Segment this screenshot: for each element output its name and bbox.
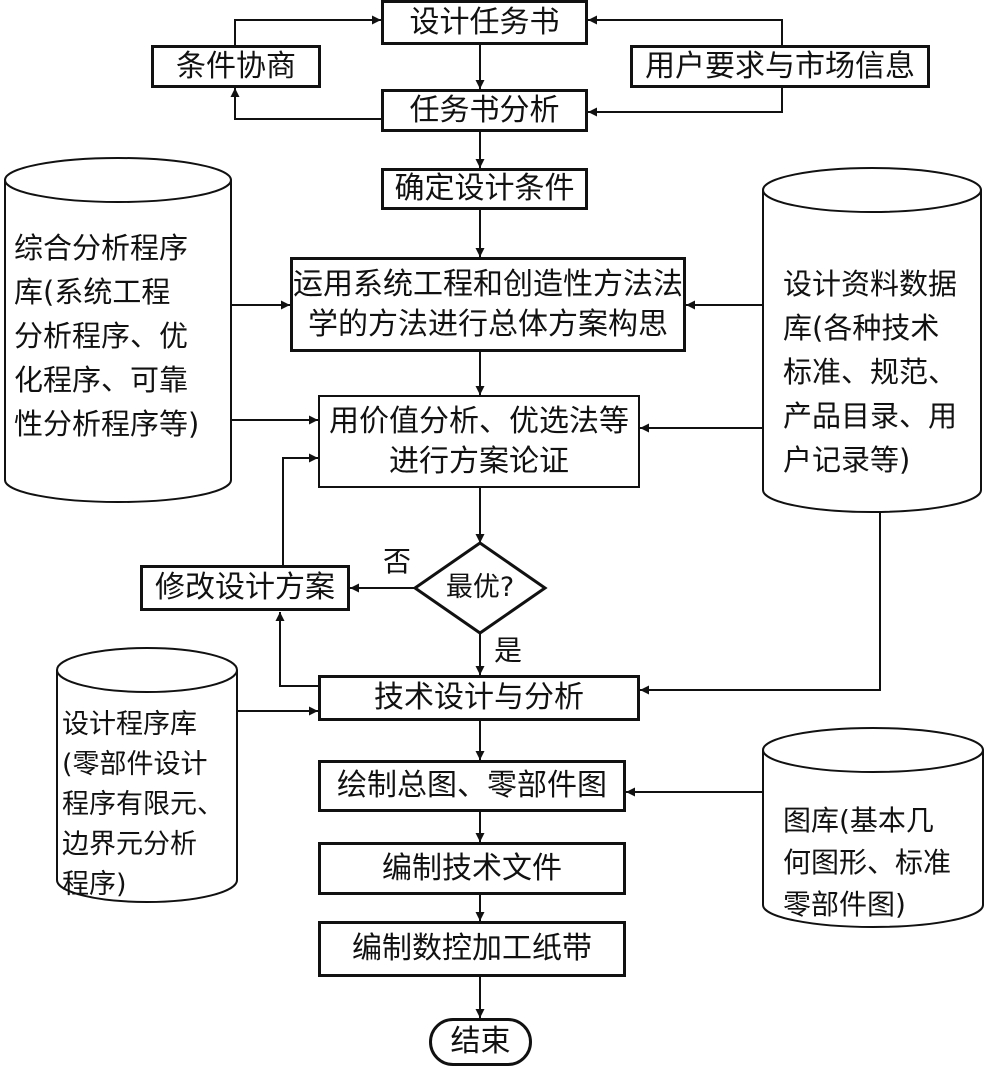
documents-box: 编制技术文件 (318, 842, 626, 895)
database-cylinder-analysis (4, 157, 232, 503)
design-data-line: 产品目录、用 (783, 399, 958, 433)
design-conditions-box: 确定设计条件 (381, 168, 588, 210)
condition-negotiation-label: 条件协商 (176, 48, 296, 84)
task-analysis-label: 任务书分析 (409, 92, 560, 128)
concept-line-1: 运用系统工程和创造性方法法 (293, 266, 683, 302)
arrow-user-to-analysis (588, 88, 783, 117)
database-cylinder-design-program (56, 647, 238, 903)
tech-design-box: 技术设计与分析 (318, 675, 640, 721)
design-conditions-label: 确定设计条件 (394, 171, 575, 206)
analysis-lib-line: 分析程序、优 (14, 319, 189, 353)
tech-design-label: 技术设计与分析 (374, 680, 584, 715)
design-program-line: (零部件设计 (62, 749, 208, 780)
arrow-analysis-to-negotiation (230, 88, 381, 120)
analysis-lib-line: 化程序、可靠 (14, 363, 189, 397)
arrow-user-to-taskbook (588, 15, 783, 45)
drawing-lib-line: 何图形、标准 (783, 846, 952, 879)
condition-negotiation-box: 条件协商 (151, 45, 321, 88)
decision-diamond (412, 541, 548, 635)
drawing-label: 绘制总图、零部件图 (337, 768, 607, 803)
analysis-lib-line: 综合分析程序 (14, 231, 189, 265)
arrow-design-data-to-tech (640, 512, 881, 695)
analysis-lib-line: 库(系统工程 (14, 275, 171, 309)
arrow-modify-to-evaluation (282, 453, 318, 565)
task-book-label: 设计任务书 (409, 4, 560, 40)
drawing-lib-line: 零部件图) (783, 888, 906, 921)
database-cylinder-drawing-lib (762, 727, 984, 928)
design-data-line: 标准、规范、 (783, 355, 958, 389)
decision-label: 最优? (445, 572, 515, 603)
design-data-library-text: 设计资料数据 库(各种技术 标准、规范、 产品目录、用 户记录等) (783, 262, 957, 482)
arrow-negotiation-to-taskbook (234, 15, 381, 52)
analysis-lib-line: 性分析程序等) (14, 407, 200, 441)
design-program-line: 设计程序库 (62, 709, 197, 740)
design-program-line: 程序有限元、 (62, 789, 224, 820)
nc-tape-box: 编制数控加工纸带 (318, 921, 626, 977)
design-program-line: 程序) (62, 869, 127, 900)
design-data-line: 设计资料数据 (783, 267, 958, 301)
concept-box: 运用系统工程和创造性方法法 学的方法进行总体方案构思 (290, 257, 686, 352)
no-label: 否 (383, 545, 412, 578)
user-requirements-box: 用户要求与市场信息 (630, 45, 930, 88)
task-analysis-box: 任务书分析 (381, 89, 588, 132)
evaluation-line-2: 进行方案论证 (389, 443, 569, 479)
drawing-lib-line: 图库(基本几 (783, 804, 934, 837)
evaluation-box: 用价值分析、优选法等 进行方案论证 (318, 395, 640, 488)
drawing-box: 绘制总图、零部件图 (318, 760, 626, 812)
modify-design-box: 修改设计方案 (140, 565, 350, 611)
end-label: 结束 (450, 1024, 511, 1059)
modify-design-label: 修改设计方案 (155, 570, 335, 605)
database-cylinder-design-data (762, 167, 982, 513)
documents-label: 编制技术文件 (382, 850, 562, 886)
design-program-line: 边界元分析 (62, 829, 197, 860)
nc-tape-label: 编制数控加工纸带 (352, 931, 592, 966)
task-book-box: 设计任务书 (381, 0, 588, 45)
concept-line-2: 学的方法进行总体方案构思 (308, 306, 668, 342)
design-program-library-text: 设计程序库 (零部件设计 程序有限元、 边界元分析 程序) (62, 705, 224, 905)
end-terminal: 结束 (429, 1018, 532, 1066)
design-data-line: 库(各种技术 (783, 311, 940, 345)
analysis-library-text: 综合分析程序 库(系统工程 分析程序、优 化程序、可靠 性分析程序等) (14, 226, 199, 446)
arrow-tech-to-modify (275, 612, 318, 687)
design-data-line: 户记录等) (783, 443, 911, 477)
yes-label: 是 (494, 634, 523, 667)
evaluation-line-1: 用价值分析、优选法等 (329, 403, 629, 439)
drawing-library-text: 图库(基本几 何图形、标准 零部件图) (783, 800, 951, 926)
user-requirements-label: 用户要求与市场信息 (645, 48, 915, 84)
